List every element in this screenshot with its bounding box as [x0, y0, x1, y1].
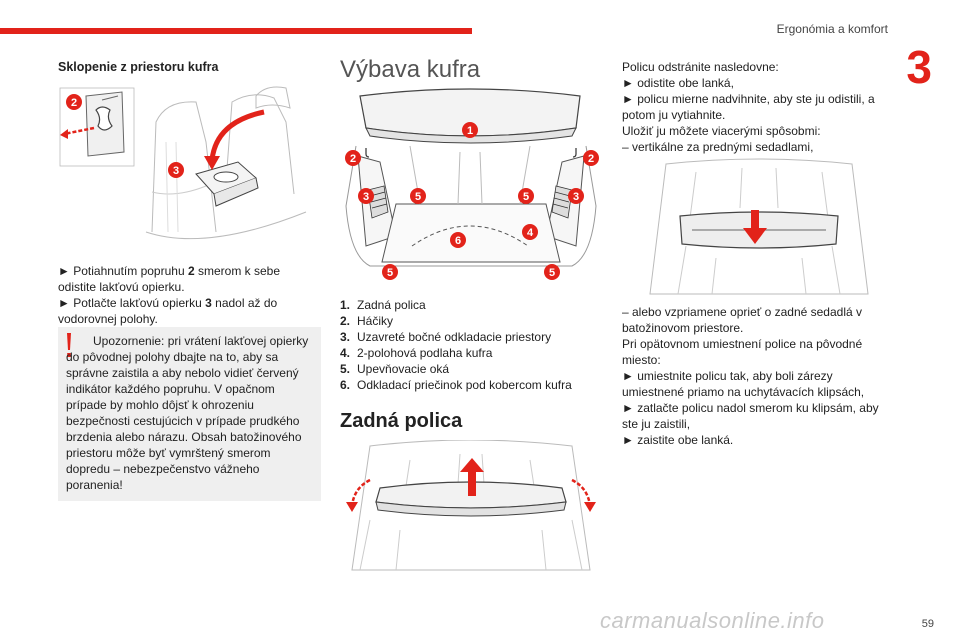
list-item: 1.Zadná polica: [340, 298, 426, 312]
section-heading-trunk-equipment: Výbava kufra: [340, 56, 481, 83]
callout-5-bottom-left: [382, 264, 398, 280]
header-accent-bar: [0, 28, 472, 34]
callout-5-top-left: [410, 188, 426, 204]
callout-4: [522, 224, 538, 240]
callout-1-label: 1: [467, 125, 473, 137]
callout-2: [66, 94, 82, 110]
callout-5-bottom-left-label: 5: [387, 267, 393, 279]
callout-1: [462, 122, 478, 138]
list-item: 2.Háčiky: [340, 314, 394, 328]
warning-text: Upozornenie: pri vrátení lakťovej opierk…: [66, 334, 309, 492]
callout-6: [450, 232, 466, 248]
running-header: Ergonómia a komfort: [776, 22, 888, 36]
shelf-storage-illustration: [649, 158, 869, 295]
watermark: carmanualsonline.info: [600, 608, 825, 633]
callout-5-top-right: [518, 188, 534, 204]
callout-2-right-label: 2: [588, 153, 594, 165]
list-item: 5.Upevňovacie oká: [340, 362, 450, 376]
rear-shelf-illustration: [346, 440, 596, 571]
section-heading-folding: Sklopenie z priestoru kufra: [58, 60, 219, 74]
step-1-line-a: ► Potiahnutím popruhu 2 smerom k sebe: [58, 264, 281, 278]
warning-exclamation-icon: [67, 333, 71, 357]
callout-5-top-left-label: 5: [415, 191, 421, 203]
callout-3-left-label: 3: [363, 191, 369, 203]
armrest-illustration: 2 3: [59, 86, 307, 240]
chapter-number: 3: [906, 41, 932, 93]
callout-5-bottom-right-label: 5: [549, 267, 555, 279]
callout-2-left-label: 2: [350, 153, 356, 165]
page-number: 59: [921, 618, 934, 630]
callout-2-label: 2: [71, 97, 77, 109]
callout-3-label: 3: [173, 165, 179, 177]
callout-4-label: 4: [527, 227, 534, 239]
folding-instructions: ► Potiahnutím popruhu 2 smerom k sebe od…: [58, 263, 320, 327]
callout-3-right-label: 3: [573, 191, 579, 203]
list-item: 3.Uzavreté bočné odkladacie priestory: [340, 330, 552, 344]
callout-5-top-right-label: 5: [523, 191, 529, 203]
callout-2-right: [583, 150, 599, 166]
list-item: 6.Odkladací priečinok pod kobercom kufra: [340, 378, 572, 392]
warning-box: [58, 327, 321, 501]
callout-5-bottom-right: [544, 264, 560, 280]
callout-3-right: [568, 188, 584, 204]
shelf-refit-text: – alebo vzpriamene oprieť o zadné sedadl…: [622, 305, 879, 447]
callout-2-left: [345, 150, 361, 166]
shelf-removal-text: Policu odstránite nasledovne: ► odistite…: [622, 60, 875, 154]
step-2-line-a: ► Potlačte lakťovú opierku 3 nadol až do: [58, 296, 278, 310]
section-heading-rear-shelf: Zadná polica: [340, 410, 463, 432]
step-1-line-b: odistite lakťovú opierku.: [58, 280, 185, 294]
trunk-equipment-illustration: 1 2 2 3 3 5 5 4 6 5 5: [345, 88, 599, 280]
step-2-line-b: vodorovnej polohy.: [58, 312, 158, 326]
callout-3-left: [358, 188, 374, 204]
callout-3: [168, 162, 184, 178]
callout-6-label: 6: [455, 235, 461, 247]
list-item: 4.2-polohová podlaha kufra: [340, 346, 493, 360]
